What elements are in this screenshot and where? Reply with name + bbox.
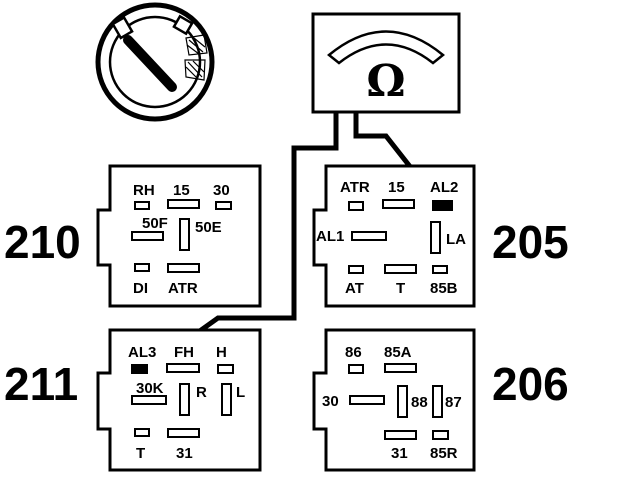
pin-label-h: H (216, 344, 227, 361)
pin-label-rh: RH (133, 182, 155, 199)
test-lead-black (143, 112, 339, 373)
pin-label-15: 15 (173, 182, 190, 199)
pin-t (134, 428, 150, 437)
pin-label-atr: ATR (168, 280, 198, 297)
pin-87 (432, 385, 443, 418)
pin-30 (349, 395, 385, 405)
relay-210: 210 RH 15 30 50F 50E DI ATR (4, 164, 262, 308)
pin-label-l: L (236, 384, 245, 401)
ignition-switch-icon (95, 2, 215, 122)
pin-h (217, 364, 234, 374)
relay-205: 205 ATR 15 AL2 AL1 LA AT T 85B (312, 164, 569, 308)
relay-number: 205 (492, 216, 569, 268)
relay-number: 206 (492, 358, 569, 410)
pin-86 (348, 364, 364, 374)
pin-label-85r: 85R (430, 445, 458, 462)
relay-206: 206 86 85A 30 88 87 31 85R (312, 328, 569, 472)
pin-label-86: 86 (345, 344, 362, 361)
pin-r (179, 383, 190, 416)
pin-label-30: 30 (213, 182, 230, 199)
pin-label-al2: AL2 (430, 179, 458, 196)
pin-label-88: 88 (411, 394, 428, 411)
pin-50e (179, 218, 190, 251)
pin-label-50e: 50E (195, 219, 222, 236)
pin-label-t: T (136, 445, 145, 462)
pin-al2 (432, 200, 453, 211)
pin-atr (348, 201, 364, 211)
pin-85a (384, 363, 417, 373)
pin-85r (432, 430, 449, 440)
pin-88 (397, 385, 408, 418)
pin-al1 (351, 231, 387, 241)
relay-number: 211 (4, 358, 78, 410)
pin-fh (166, 363, 200, 373)
pin-rh (134, 201, 150, 210)
pin-label-fh: FH (174, 344, 194, 361)
pin-label-t: T (396, 280, 405, 297)
ohmmeter: Ω (311, 12, 461, 114)
pin-at (348, 265, 364, 274)
pin-label-50f: 50F (142, 215, 168, 232)
pin-label-r: R (196, 384, 207, 401)
pin-15 (167, 199, 200, 209)
pin-label-87: 87 (445, 394, 462, 411)
pin-30k (131, 395, 167, 405)
pin-label-al1: AL1 (316, 228, 344, 245)
relay-211: 211 AL3 FH H 30K R L T 31 (4, 328, 262, 472)
pin-label-31: 31 (176, 445, 193, 462)
pin-30 (215, 201, 232, 210)
pin-label-di: DI (133, 280, 148, 297)
pin-label-15: 15 (388, 179, 405, 196)
pin-l (221, 383, 232, 416)
pin-di (134, 263, 150, 272)
pin-label-30: 30 (322, 393, 339, 410)
pin-label-al3: AL3 (128, 344, 156, 361)
pin-label-at: AT (345, 280, 364, 297)
pin-85b (432, 265, 448, 274)
pin-15 (382, 199, 415, 209)
pin-label-30k: 30K (136, 380, 164, 397)
pin-label-31: 31 (391, 445, 408, 462)
pin-atr (167, 263, 200, 273)
pin-label-85b: 85B (430, 280, 458, 297)
pin-31 (167, 428, 200, 438)
relay-number: 210 (4, 216, 81, 268)
pin-label-85a: 85A (384, 344, 412, 361)
pin-31 (384, 430, 417, 440)
ohm-symbol: Ω (366, 56, 405, 107)
pin-label-atr: ATR (340, 179, 370, 196)
pin-label-la: LA (446, 231, 466, 248)
pin-al3 (131, 364, 148, 374)
pin-la (430, 221, 441, 254)
pin-t (384, 264, 417, 274)
pin-50f (131, 231, 164, 241)
